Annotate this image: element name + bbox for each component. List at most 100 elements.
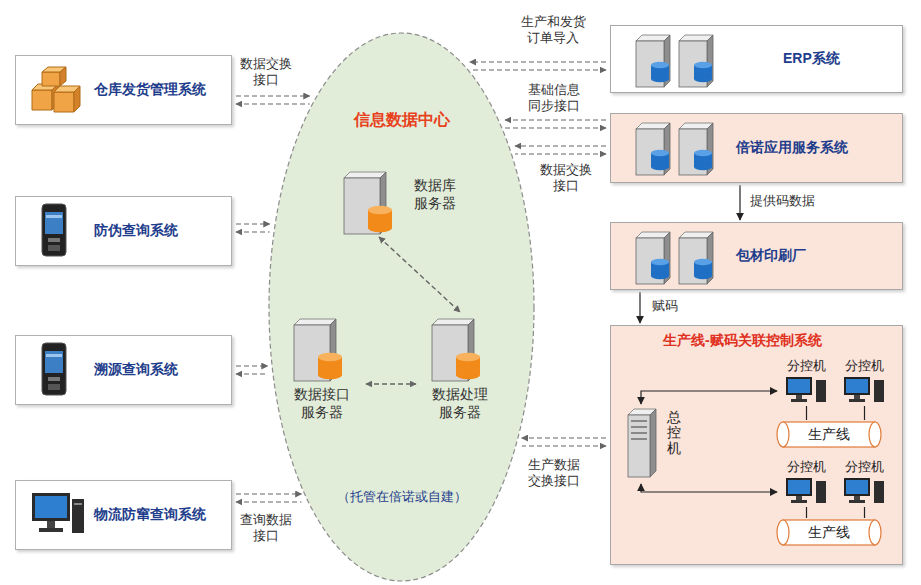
server-icon [430, 317, 492, 389]
connector [864, 507, 865, 518]
production-line: 生产线 [776, 421, 882, 448]
workstation-icon [783, 376, 833, 404]
node-title: 分控机 [779, 458, 834, 476]
master-controller: 总控机 [623, 406, 689, 482]
connector [470, 62, 606, 70]
connector-line [366, 383, 416, 384]
connector [379, 237, 460, 312]
sub-controller: 分控机 [779, 458, 834, 506]
connector-line [236, 373, 268, 374]
server-icon [342, 170, 404, 242]
workstation-icon [841, 376, 891, 404]
node-title: 数据库服务器 [414, 176, 460, 212]
connector-line [505, 127, 606, 128]
system-box: 溯源查询系统 [15, 335, 232, 405]
connector-line [236, 231, 270, 232]
edge-label: 提供码数据 [750, 193, 815, 209]
handset-icon [40, 342, 70, 398]
connector-line [639, 292, 640, 323]
node-title: 溯源查询系统 [94, 361, 178, 379]
connector [806, 507, 807, 518]
sub-controller: 分控机 [779, 357, 834, 405]
node-title: 分控机 [779, 357, 834, 375]
node-title: 防伪查询系统 [94, 222, 178, 240]
node-title: 仓库发货管理系统 [94, 81, 206, 99]
edge-label: 赋码 [652, 298, 678, 314]
edge-label: 生产数据交换接口 [524, 457, 584, 490]
connector-line [641, 391, 777, 404]
connector-line [236, 501, 302, 502]
edge-label: 数据交换接口 [536, 162, 596, 195]
connector [505, 120, 606, 128]
connector [236, 224, 270, 232]
connector-line [236, 103, 310, 104]
edge-label: 数据交换接口 [236, 56, 296, 89]
node-title: ERP系统 [783, 50, 840, 68]
node-title: 总控机 [667, 410, 681, 456]
connector [641, 391, 777, 404]
system-box: 包材印刷厂 [610, 222, 903, 290]
computer-icon [30, 491, 86, 539]
server-icon [633, 228, 725, 288]
node-title: 数据处理服务器 [430, 385, 490, 421]
node-title: 物流防窜查询系统 [94, 506, 206, 524]
edge-label: 基础信息同步接口 [524, 82, 584, 115]
connector-line [806, 507, 807, 518]
connector-line [470, 61, 606, 62]
connector [641, 484, 777, 492]
server-node: 数据处理服务器 [420, 315, 500, 427]
connector-line [806, 406, 807, 420]
connector-line [515, 145, 606, 146]
system-box: 物流防窜查询系统 [15, 480, 232, 550]
control-system-panel: 生产线-赋码关联控制系统总控机分控机分控机分控机分控机生产线生产线 [610, 325, 903, 565]
node-title: 倍诺应用服务系统 [736, 139, 848, 157]
connector [236, 96, 310, 104]
connector [522, 438, 606, 446]
workstation-icon [783, 477, 833, 505]
node-title: 信息数据中心 [268, 110, 535, 131]
server-node: 数据接口服务器 [282, 315, 362, 427]
connector-line [505, 119, 606, 120]
sub-controller: 分控机 [837, 357, 892, 405]
system-box: 防伪查询系统 [15, 196, 232, 266]
connector-line [470, 69, 606, 70]
server-icon [633, 119, 725, 179]
server-node: 数据库服务器 [340, 168, 470, 234]
handset-icon [40, 203, 70, 259]
connector [236, 366, 268, 374]
edge-label: 生产和发货订单导入 [518, 14, 588, 47]
connector [515, 146, 606, 154]
node-title: 数据接口服务器 [292, 385, 352, 421]
edge-label: 查询数据接口 [236, 512, 296, 545]
server-icon [633, 31, 725, 91]
connector-line [864, 507, 865, 518]
connector-line [236, 365, 268, 366]
connector-line [739, 185, 740, 220]
connector [640, 292, 641, 323]
connector [236, 494, 302, 502]
node-title: 包材印刷厂 [736, 247, 806, 265]
workstation-icon [841, 477, 891, 505]
connector [806, 406, 807, 420]
system-box: 仓库发货管理系统 [15, 55, 232, 125]
connector-line [379, 237, 460, 312]
node-title: 分控机 [837, 357, 892, 375]
connector-line [522, 445, 606, 446]
connector-line [236, 223, 270, 224]
connector-line [641, 484, 777, 492]
node-title: 生产线-赋码关联控制系统 [663, 332, 822, 350]
node-caption: （托管在倍诺或自建） [268, 488, 535, 506]
system-box: 倍诺应用服务系统 [610, 113, 903, 183]
connector [366, 384, 416, 385]
node-title: 生产线 [776, 426, 882, 444]
connector-line [236, 95, 310, 96]
connector [864, 406, 865, 420]
server-tower-icon [625, 406, 661, 480]
connector-line [515, 153, 606, 154]
system-box: ERP系统 [610, 25, 903, 93]
sub-controller: 分控机 [837, 458, 892, 506]
connector-line [522, 437, 606, 438]
production-line: 生产线 [776, 519, 882, 546]
node-title: 分控机 [837, 458, 892, 476]
box-icon [28, 66, 82, 114]
